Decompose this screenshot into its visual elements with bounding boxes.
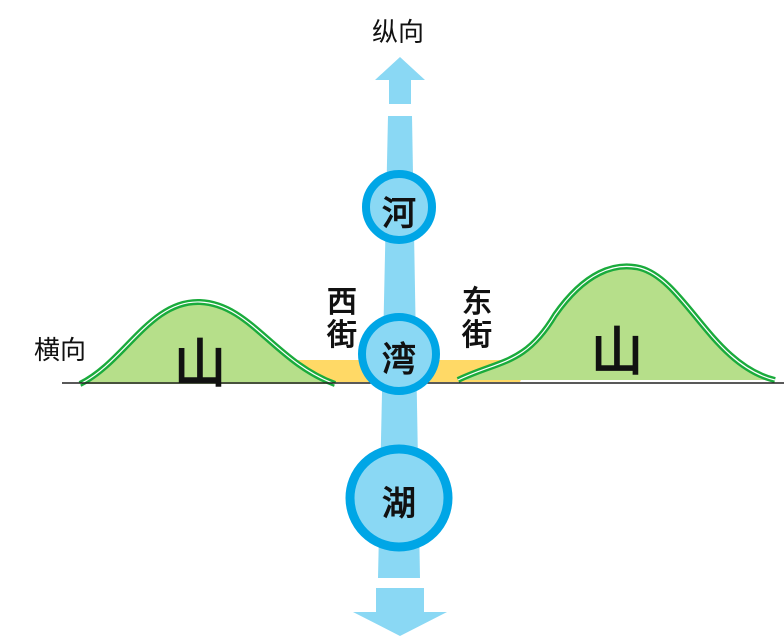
mountain-left-shape [80,301,335,384]
river-label: 河 [382,194,416,234]
bay-circle [358,313,440,395]
east-street-label: 东街 [462,285,492,353]
down-arrow-icon [353,588,447,636]
horizontal-axis-label: 横向 [34,336,87,366]
mountain-left-label: 山 [174,335,227,395]
mountain-right-highlight [457,265,776,381]
mountain-right-shape [458,266,775,380]
lake-circle [345,444,453,552]
river-circle [362,170,436,244]
lake-label: 湖 [382,484,416,524]
mountain-right-label: 山 [591,323,644,383]
vertical-axis-label: 纵向 [372,18,425,48]
mountain-left-highlight [79,301,336,385]
west-street-label: 西街 [327,285,357,353]
up-arrow-icon [375,57,425,104]
bay-label: 湾 [382,340,416,380]
